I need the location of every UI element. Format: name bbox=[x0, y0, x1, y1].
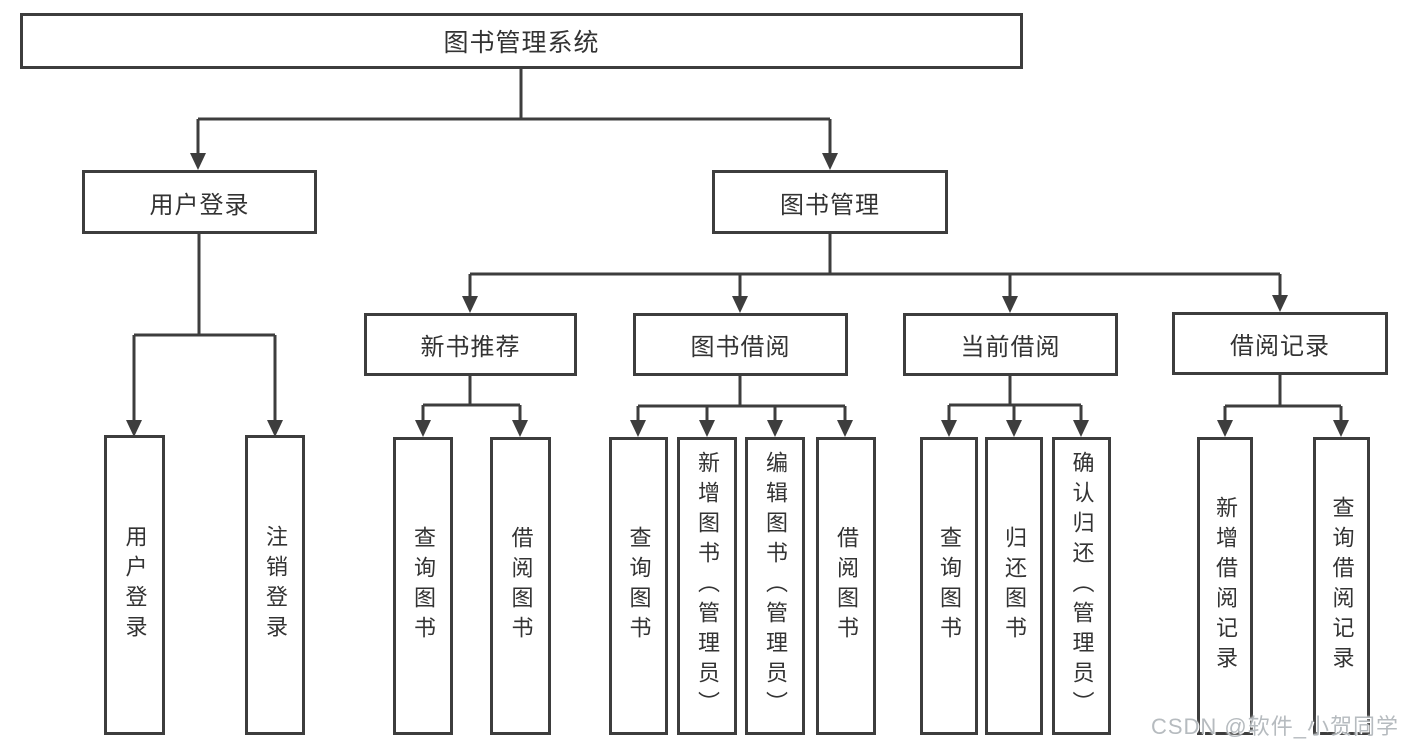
node-label: 注销登录 bbox=[263, 525, 288, 645]
leaf-add-books-admin: 新增图书（管理员） bbox=[677, 437, 737, 735]
leaf-query-books-recommend: 查询图书 bbox=[393, 437, 453, 735]
leaf-borrow-books: 借阅图书 bbox=[816, 437, 876, 735]
node-label: 新书推荐 bbox=[420, 334, 521, 361]
node-label: 借阅图书 bbox=[508, 526, 534, 646]
node-book-management: 图书管理 bbox=[712, 170, 948, 234]
node-borrowing-records: 借阅记录 bbox=[1172, 312, 1388, 375]
node-label: 图书管理 bbox=[780, 191, 880, 219]
node-label: 查询借阅记录 bbox=[1329, 496, 1355, 676]
node-label: 编辑图书（管理员） bbox=[763, 451, 788, 721]
node-label: 归还图书 bbox=[1002, 526, 1027, 646]
leaf-add-borrow-record: 新增借阅记录 bbox=[1197, 437, 1253, 735]
node-label: 借阅图书 bbox=[834, 526, 859, 646]
leaf-edit-books-admin: 编辑图书（管理员） bbox=[745, 437, 805, 735]
node-label: 图书管理系统 bbox=[443, 29, 600, 57]
node-label: 用户登录 bbox=[122, 525, 148, 645]
node-label: 用户登录 bbox=[149, 191, 250, 219]
leaf-query-borrow-record: 查询借阅记录 bbox=[1313, 437, 1370, 735]
leaf-query-books-current: 查询图书 bbox=[920, 437, 978, 735]
node-label: 新增借阅记录 bbox=[1213, 496, 1238, 676]
csdn-watermark: CSDN @软件_小贺同学 bbox=[1150, 714, 1399, 739]
leaf-confirm-return-admin: 确认归还（管理员） bbox=[1052, 437, 1111, 735]
leaf-borrow-books-recommend: 借阅图书 bbox=[490, 437, 551, 735]
leaf-user-login: 用户登录 bbox=[104, 435, 165, 735]
node-label: 确认归还（管理员） bbox=[1069, 451, 1095, 721]
node-label: 查询图书 bbox=[411, 526, 436, 646]
node-label: 新增图书（管理员） bbox=[695, 451, 720, 721]
leaf-return-books: 归还图书 bbox=[985, 437, 1043, 735]
node-label: 当前借阅 bbox=[960, 334, 1061, 361]
leaf-logout: 注销登录 bbox=[245, 435, 305, 735]
node-label: 图书借阅 bbox=[690, 334, 791, 361]
node-label: 查询图书 bbox=[626, 526, 652, 646]
node-current-borrowing: 当前借阅 bbox=[903, 313, 1118, 376]
node-book-borrowing: 图书借阅 bbox=[633, 313, 848, 376]
node-label: 借阅记录 bbox=[1230, 333, 1330, 360]
node-label: 查询图书 bbox=[937, 526, 962, 646]
leaf-query-books-borrow: 查询图书 bbox=[609, 437, 668, 735]
node-library-management-system: 图书管理系统 bbox=[20, 13, 1023, 69]
node-new-book-recommend: 新书推荐 bbox=[364, 313, 577, 376]
node-user-login: 用户登录 bbox=[82, 170, 317, 234]
